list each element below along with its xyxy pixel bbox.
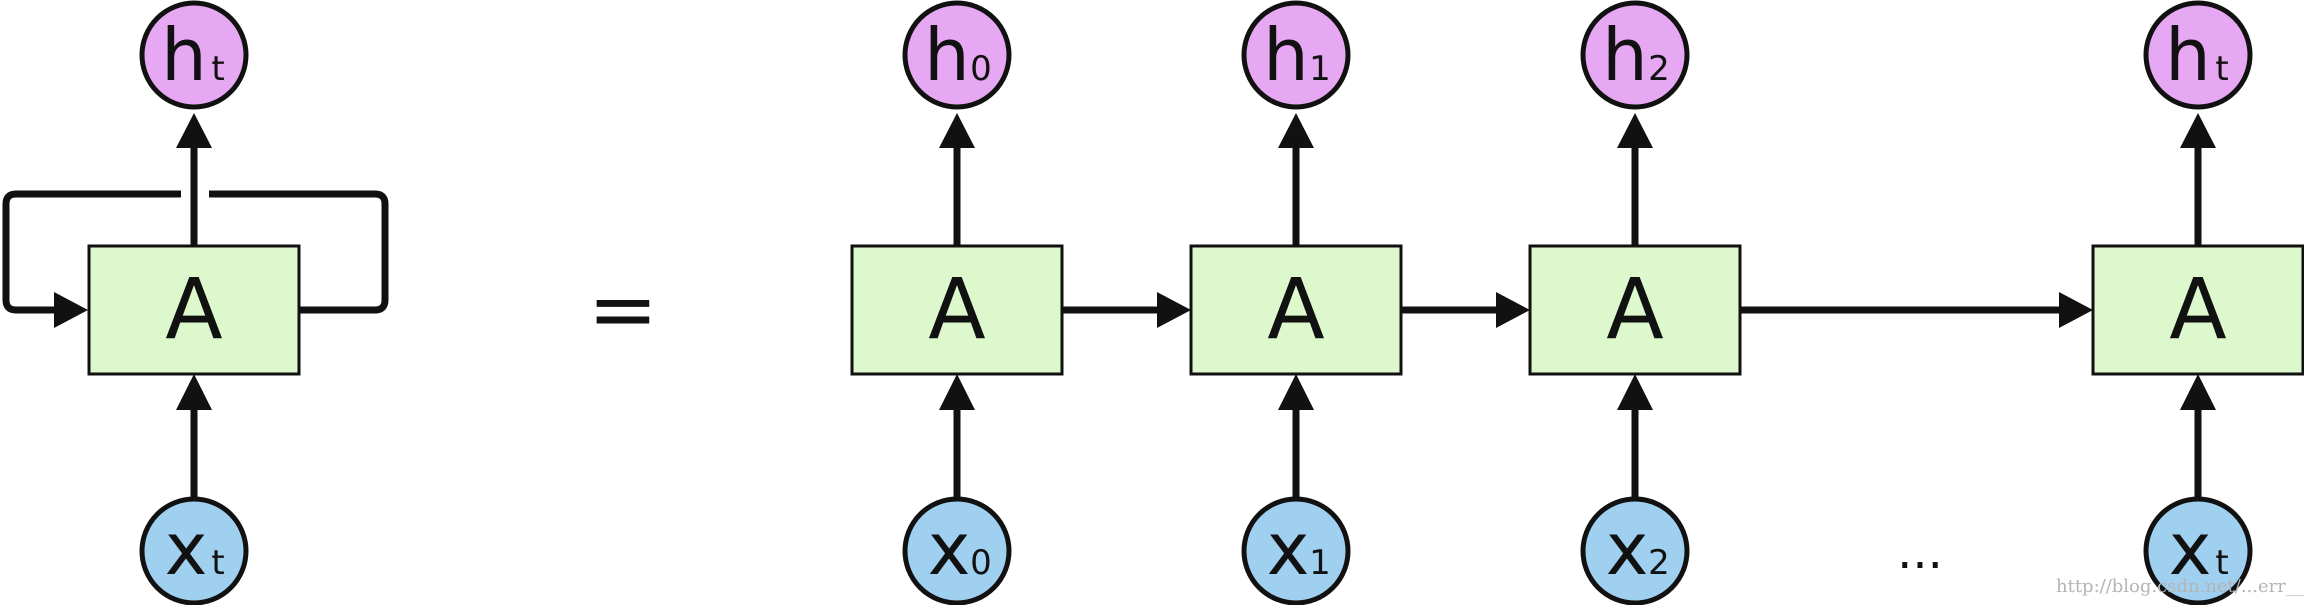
watermark: http://blog.csdn.net/...err__y <box>2056 576 2304 597</box>
input-subscript: t <box>2215 543 2228 583</box>
rnn-cell-label: A <box>165 260 222 358</box>
input-label: x <box>165 507 208 591</box>
input-arrowhead <box>176 374 212 410</box>
input-label: x <box>1606 507 1649 591</box>
input-label: x <box>2169 507 2212 591</box>
recurrent-arrowhead <box>1496 292 1530 328</box>
recurrent-loop-arrowhead <box>54 292 88 328</box>
input-arrowhead <box>2180 374 2216 410</box>
rnn-cell-box <box>850 244 1064 376</box>
output-arrowhead <box>1617 113 1653 148</box>
rnn-cell-label: A <box>2169 260 2226 358</box>
output-arrowhead <box>1278 113 1314 148</box>
output-arrowhead <box>2180 113 2216 148</box>
rnn-cell-label: A <box>1606 260 1663 358</box>
recurrent-loop-connector-left <box>2 190 181 314</box>
hidden-state-label: h <box>1263 13 1309 97</box>
equals-sign: = <box>588 260 658 358</box>
input-label: x <box>928 507 971 591</box>
hidden-state-label: h <box>924 13 970 97</box>
input-subscript: 0 <box>970 543 992 583</box>
hidden-state-subscript: t <box>211 49 224 89</box>
input-label: x <box>1267 507 1310 591</box>
input-node <box>1580 496 1690 605</box>
input-arrowhead <box>1278 374 1314 410</box>
input-subscript: 2 <box>1648 543 1670 583</box>
hidden-state-label: h <box>2165 13 2211 97</box>
output-arrowhead <box>939 113 975 148</box>
hidden-state-node <box>2143 0 2253 110</box>
hidden-state-node <box>139 0 249 110</box>
ellipsis: ... <box>1897 524 1943 580</box>
rnn-cell-box <box>87 244 301 376</box>
recurrent-loop-connector <box>209 190 389 314</box>
hidden-state-subscript: 0 <box>970 49 992 89</box>
output-arrowhead <box>176 113 212 148</box>
rolled-rnn: A h t x t <box>2 0 389 605</box>
hidden-state-node <box>1241 0 1351 110</box>
input-node <box>139 496 249 605</box>
input-node <box>2143 496 2253 605</box>
hidden-state-node <box>902 0 1012 110</box>
rnn-cell-box <box>1189 244 1403 376</box>
rnn-cell-label: A <box>928 260 985 358</box>
hidden-state-subscript: t <box>2215 49 2228 89</box>
input-arrowhead <box>939 374 975 410</box>
hidden-state-node <box>1580 0 1690 110</box>
input-subscript: t <box>211 543 224 583</box>
hidden-state-label: h <box>1602 13 1648 97</box>
hidden-state-subscript: 1 <box>1309 49 1331 89</box>
recurrent-arrowhead <box>1157 292 1191 328</box>
rnn-cell-box <box>1528 244 1742 376</box>
hidden-state-label: h <box>161 13 207 97</box>
input-node <box>1241 496 1351 605</box>
rnn-cell-box <box>2091 244 2304 376</box>
input-subscript: 1 <box>1309 543 1331 583</box>
input-node <box>902 496 1012 605</box>
rnn-cell-label: A <box>1267 260 1324 358</box>
hidden-state-subscript: 2 <box>1648 49 1670 89</box>
recurrent-arrowhead <box>2059 292 2093 328</box>
input-arrowhead <box>1617 374 1653 410</box>
